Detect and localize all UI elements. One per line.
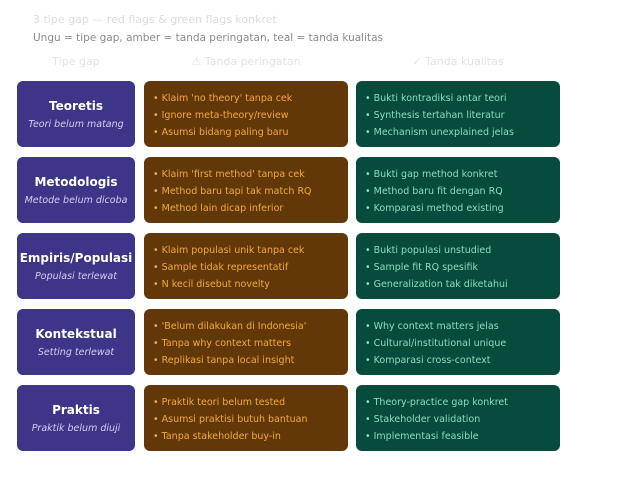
quality-card: • Bukti gap method konkret • Method baru… <box>356 157 560 223</box>
quality-card: • Bukti kontradiksi antar teori • Synthe… <box>356 81 560 147</box>
gap-row-kontekstual: Kontekstual Setting terlewat • 'Belum di… <box>17 309 560 375</box>
column-header-type: Tipe gap <box>52 55 100 68</box>
quality-item: • Theory-practice gap konkret <box>365 397 508 408</box>
warning-item: • Ignore meta-theory/review <box>153 110 289 121</box>
gap-type-description: Teori belum matang <box>28 118 124 130</box>
gap-type-name: Kontekstual <box>35 326 117 341</box>
warning-item: • Klaim populasi unik tanpa cek <box>153 245 305 256</box>
warning-item: • Tanpa why context matters <box>153 338 292 349</box>
quality-item: • Bukti kontradiksi antar teori <box>365 93 507 104</box>
column-header-quality: ✓ Tanda kualitas <box>412 55 504 68</box>
warning-card: • 'Belum dilakukan di Indonesia' • Tanpa… <box>144 309 348 375</box>
quality-item: • Generalization tak diketahui <box>365 279 508 290</box>
quality-item: • Implementasi feasible <box>365 431 479 442</box>
quality-item: • Bukti gap method konkret <box>365 169 498 180</box>
quality-item: • Why context matters jelas <box>365 321 499 332</box>
gap-type-card: Praktis Praktik belum diuji <box>17 385 135 451</box>
diagram-title: 3 tipe gap — red flags & green flags kon… <box>33 13 277 26</box>
warning-card: • Praktik teori belum tested • Asumsi pr… <box>144 385 348 451</box>
gap-row-teoretis: Teoretis Teori belum matang • Klaim 'no … <box>17 81 560 147</box>
warning-item: • 'Belum dilakukan di Indonesia' <box>153 321 307 332</box>
quality-item: • Synthesis tertahan literatur <box>365 110 505 121</box>
gap-type-name: Empiris/Populasi <box>19 250 133 265</box>
gap-type-card: Metodologis Metode belum dicoba <box>17 157 135 223</box>
warning-item: • Asumsi bidang paling baru <box>153 127 289 138</box>
quality-item: • Method baru fit dengan RQ <box>365 186 503 197</box>
gap-type-name: Teoretis <box>48 98 104 113</box>
gap-row-praktis: Praktis Praktik belum diuji • Praktik te… <box>17 385 560 451</box>
quality-card: • Bukti populasi unstudied • Sample fit … <box>356 233 560 299</box>
gap-row-metodologis: Metodologis Metode belum dicoba • Klaim … <box>17 157 560 223</box>
gap-type-description: Metode belum dicoba <box>24 194 128 206</box>
warning-item: • N kecil disebut novelty <box>153 279 270 290</box>
quality-item: • Sample fit RQ spesifik <box>365 262 478 273</box>
quality-item: • Cultural/institutional unique <box>365 338 507 349</box>
warning-item: • Praktik teori belum tested <box>153 397 286 408</box>
quality-card: • Why context matters jelas • Cultural/i… <box>356 309 560 375</box>
quality-card: • Theory-practice gap konkret • Stakehol… <box>356 385 560 451</box>
gap-type-description: Praktik belum diuji <box>31 422 121 434</box>
gap-type-description: Setting terlewat <box>37 346 115 358</box>
column-header-warning: ⚠ Tanda peringatan <box>191 55 301 68</box>
gap-type-description: Populasi terlewat <box>35 270 117 282</box>
gap-type-card: Kontekstual Setting terlewat <box>17 309 135 375</box>
warning-item: • Method lain dicap inferior <box>153 203 284 214</box>
warning-card: • Klaim populasi unik tanpa cek • Sample… <box>144 233 348 299</box>
warning-item: • Klaim 'no theory' tanpa cek <box>153 93 293 104</box>
quality-item: • Stakeholder validation <box>365 414 481 425</box>
gap-row-empiris-populasi: Empiris/Populasi Populasi terlewat • Kla… <box>17 233 560 299</box>
gap-type-card: Teoretis Teori belum matang <box>17 81 135 147</box>
warning-item: • Replikasi tanpa local insight <box>153 355 295 366</box>
quality-item: • Mechanism unexplained jelas <box>365 127 514 138</box>
diagram-header: 3 tipe gap — red flags & green flags kon… <box>33 13 383 45</box>
gap-type-name: Praktis <box>52 402 100 417</box>
quality-item: • Komparasi cross-context <box>365 355 491 366</box>
warning-item: • Asumsi praktisi butuh bantuan <box>153 414 308 425</box>
gap-type-name: Metodologis <box>34 174 118 189</box>
warning-item: • Klaim 'first method' tanpa cek <box>153 169 305 180</box>
gap-type-card: Empiris/Populasi Populasi terlewat <box>17 233 135 299</box>
warning-item: • Tanpa stakeholder buy-in <box>153 431 281 442</box>
warning-item: • Sample tidak representatif <box>153 262 289 273</box>
quality-item: • Bukti populasi unstudied <box>365 245 492 256</box>
warning-item: • Method baru tapi tak match RQ <box>153 186 312 197</box>
quality-item: • Komparasi method existing <box>365 203 504 214</box>
warning-card: • Klaim 'first method' tanpa cek • Metho… <box>144 157 348 223</box>
diagram-subtitle: Ungu = tipe gap, amber = tanda peringata… <box>33 32 384 44</box>
warning-card: • Klaim 'no theory' tanpa cek • Ignore m… <box>144 81 348 147</box>
